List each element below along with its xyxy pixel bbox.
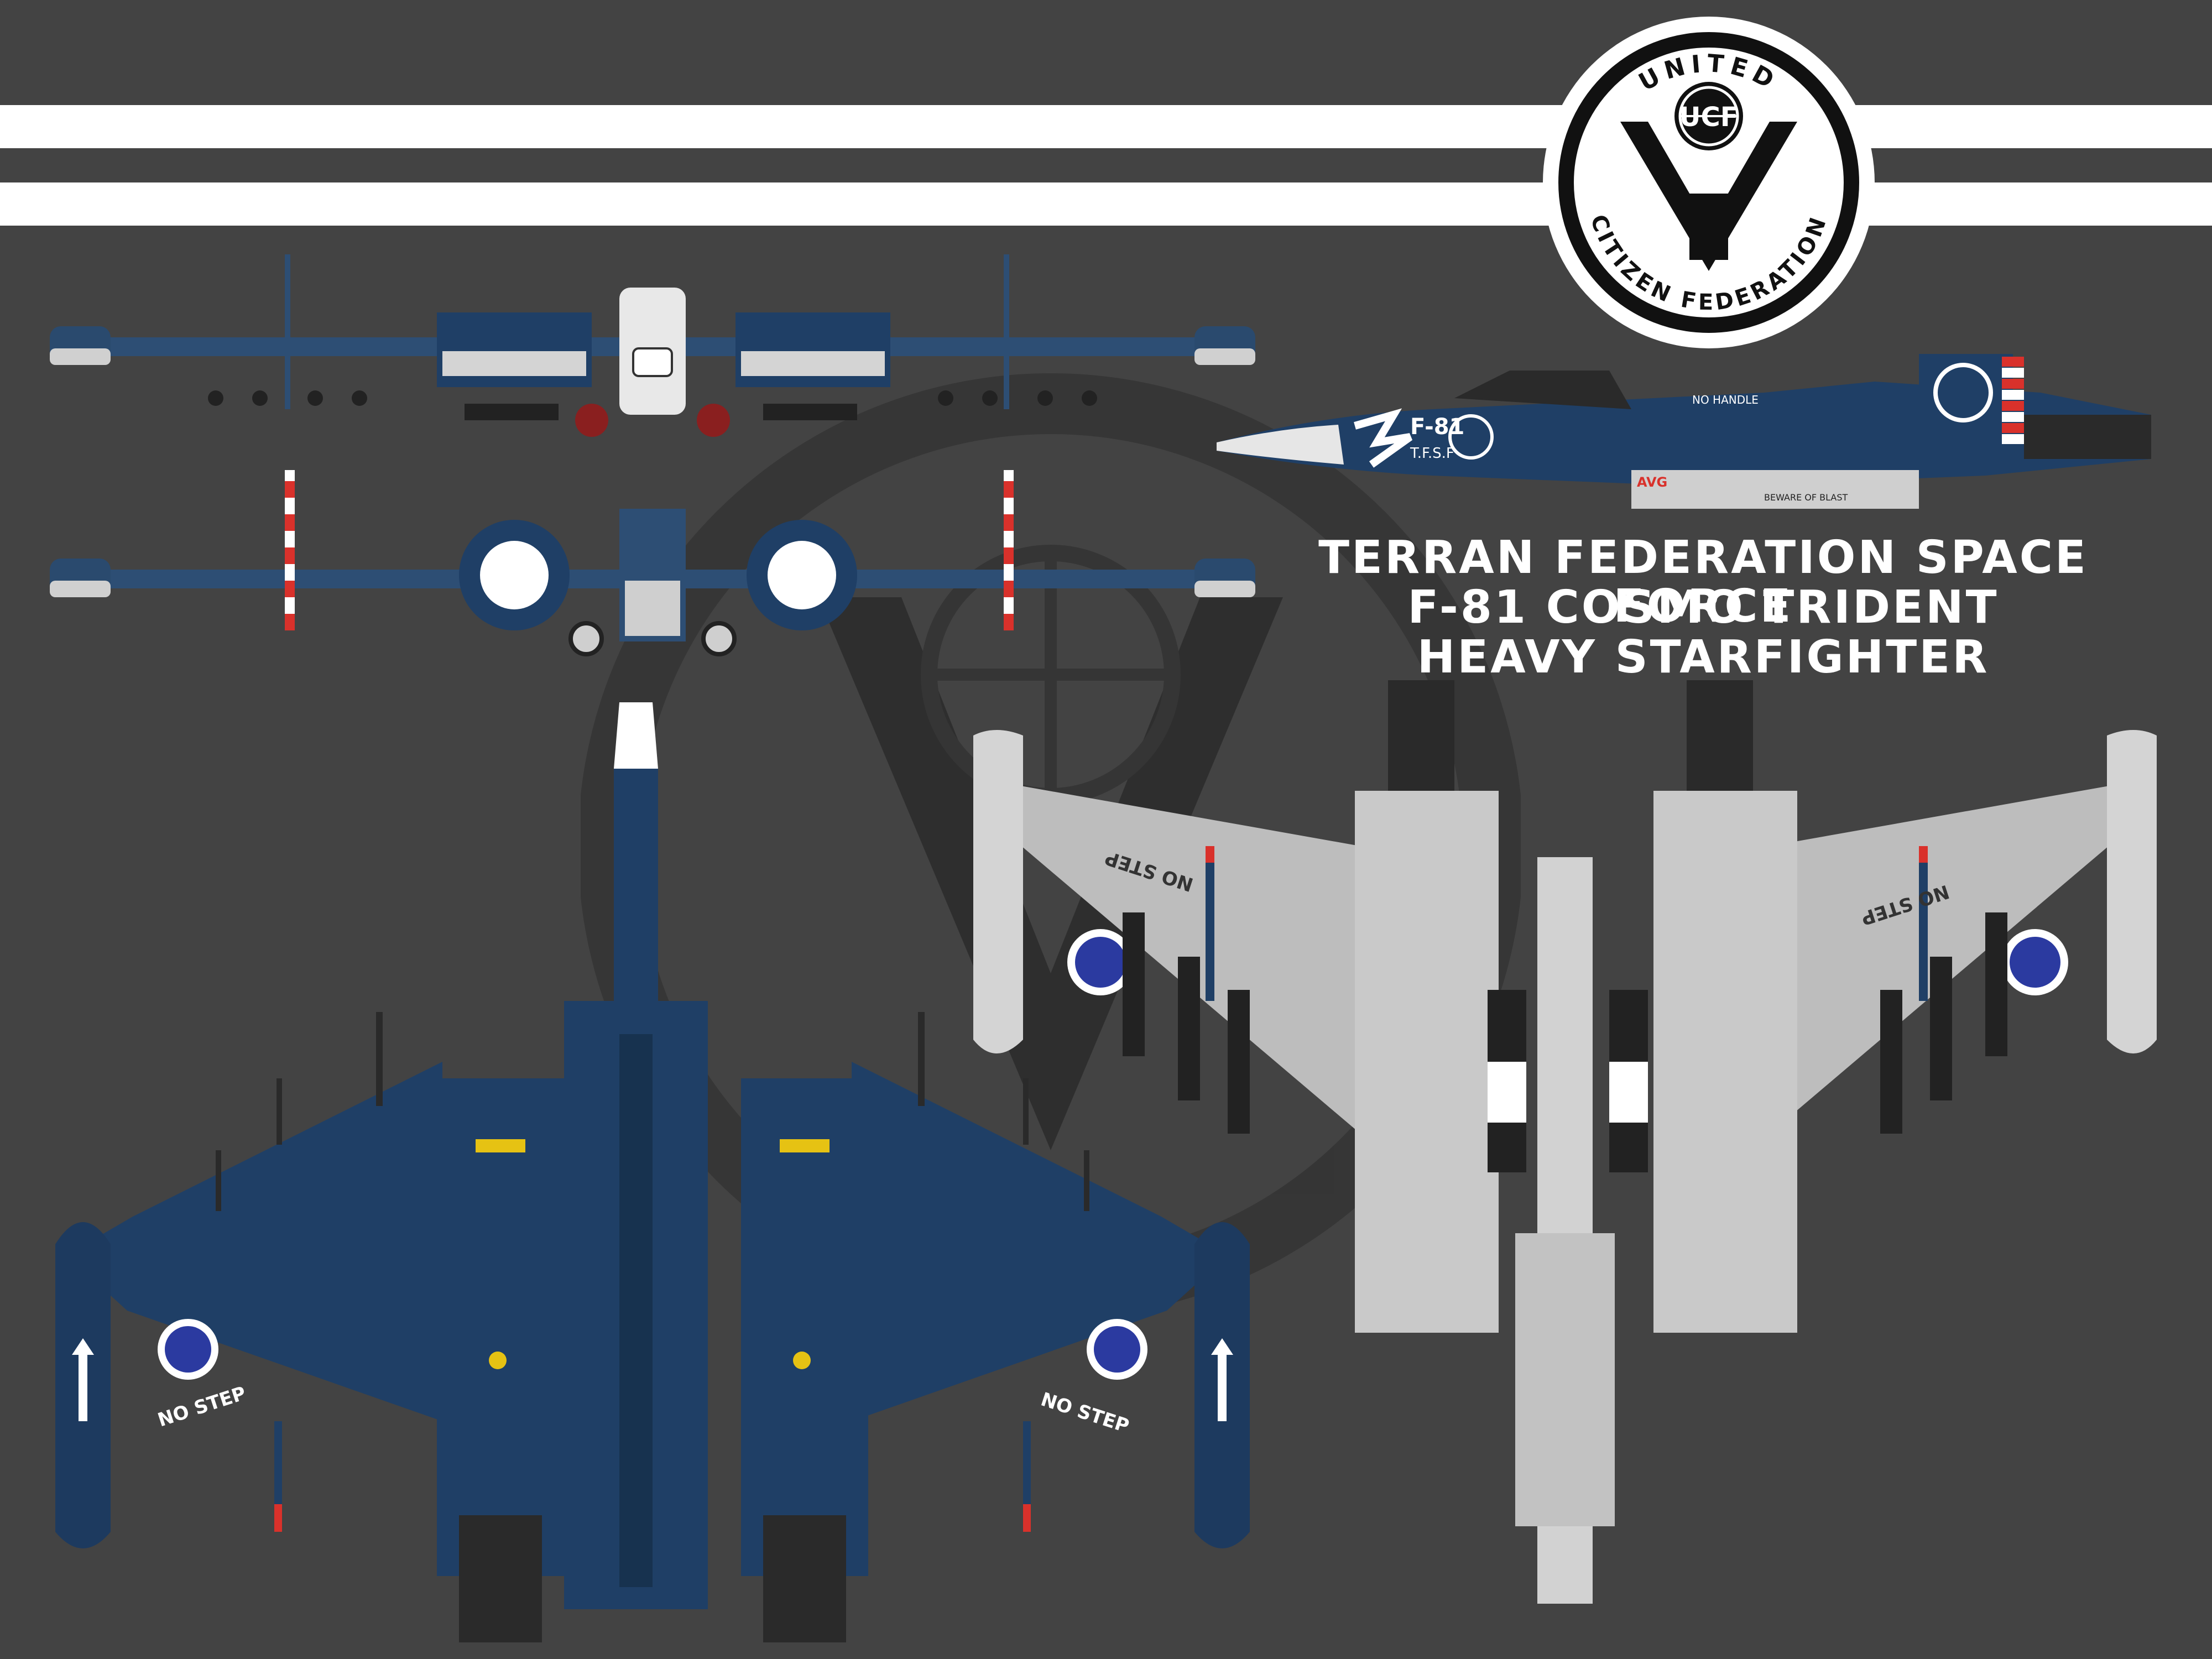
ucf-emblem: UCF UNITED CITIZEN FEDERATION xyxy=(1543,17,1875,348)
wing-no-step-left: NO STEP xyxy=(155,1383,248,1432)
front-view-top xyxy=(50,254,1255,437)
side-no-handle: NO HANDLE xyxy=(1692,393,1759,406)
rear-view xyxy=(50,470,1255,656)
title-line-1: TERRAN FEDERATION SPACE FORCE xyxy=(1318,531,2088,633)
title-line-3: HEAVY STARFIGHTER xyxy=(1417,631,1990,684)
bottom-view-grey: NO STEP NO STEP xyxy=(973,680,2157,1604)
header-stripe-bottom xyxy=(0,182,2212,226)
emblem-center-text: UCF xyxy=(1679,102,1739,133)
title-line-2: F-81 COSMO TRIDENT xyxy=(1407,581,1999,634)
side-avg: AVG xyxy=(1637,474,1667,490)
side-beware: BEWARE OF BLAST xyxy=(1764,492,1848,503)
side-unit: T.F.S.F xyxy=(1410,445,1454,462)
top-view-blue: NO STEP NO STEP xyxy=(55,702,1250,1642)
side-view: F-81 T.F.S.F NO HANDLE AVG BEWARE OF BLA… xyxy=(1217,354,2151,509)
header-stripe-top xyxy=(0,105,2212,148)
side-designation: F-81 xyxy=(1410,414,1464,440)
